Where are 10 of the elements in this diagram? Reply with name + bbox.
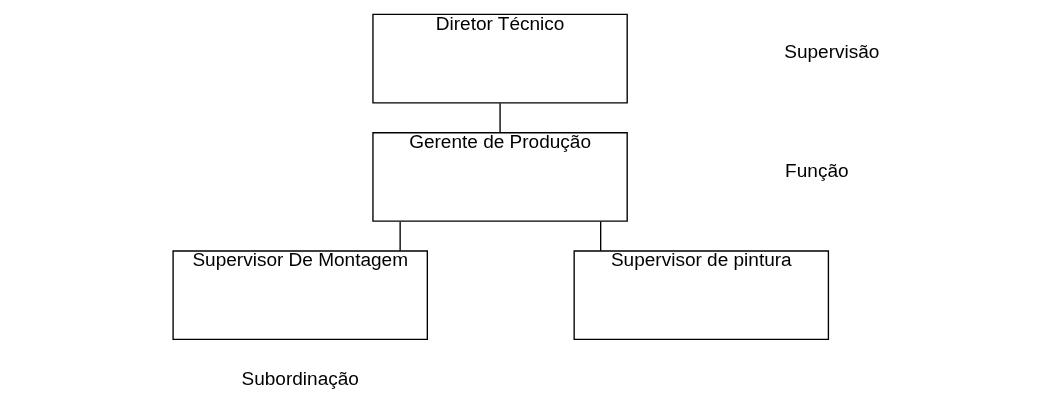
node-box: Gerente de Produção [371,131,628,222]
node-box: Supervisor De Montagem [171,249,428,340]
node-box: Supervisor de pintura [573,249,829,340]
label: Subordinação [241,367,359,389]
connector [498,102,501,133]
label: Supervisão [783,40,879,62]
label: Função [784,159,849,180]
node-box: Diretor Técnico [371,13,628,103]
connector [398,220,401,251]
connector [599,220,601,251]
